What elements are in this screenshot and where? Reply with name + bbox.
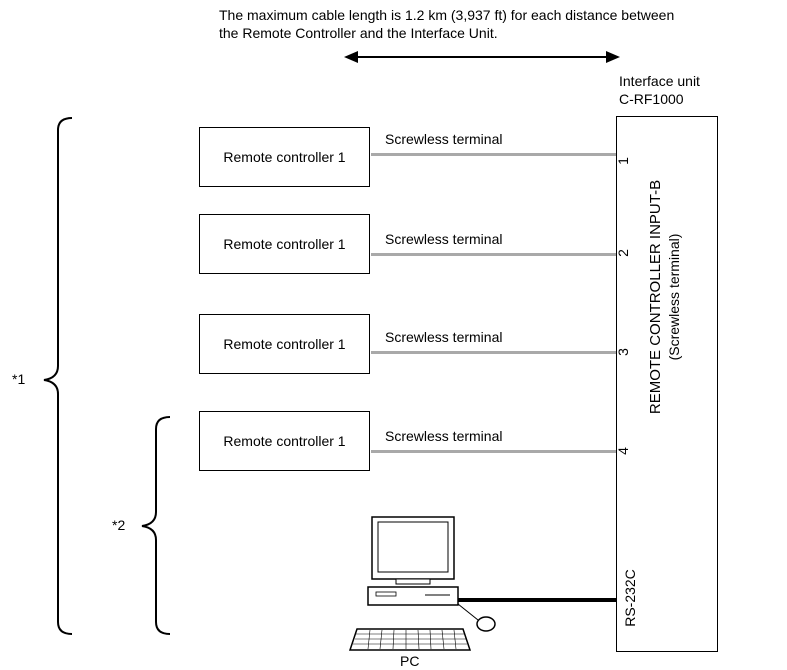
terminal-label: Screwless terminal (385, 131, 503, 147)
inner-brace (141, 416, 171, 635)
remote-controller-box: Remote controller 1 (199, 127, 370, 187)
terminal-label: Screwless terminal (385, 329, 503, 345)
cable-line (371, 450, 616, 453)
terminal-label: Screwless terminal (385, 231, 503, 247)
outer-brace (43, 117, 73, 635)
cable-length-note-line2: the Remote Controller and the Interface … (219, 25, 498, 41)
remote-controller-box: Remote controller 1 (199, 314, 370, 374)
port-number: 4 (614, 447, 631, 455)
serial-port-label: RS-232C (622, 569, 638, 627)
remote-controller-box: Remote controller 1 (199, 214, 370, 274)
pc-icon (348, 516, 496, 651)
pc-label: PC (400, 653, 420, 669)
cable-line (371, 351, 616, 354)
port-number: 2 (614, 249, 631, 257)
inner-bracket-label: *2 (112, 517, 126, 533)
input-title: REMOTE CONTROLLER INPUT-B (647, 179, 664, 415)
cable-line (371, 253, 616, 256)
terminal-label: Screwless terminal (385, 428, 503, 444)
remote-controller-box: Remote controller 1 (199, 411, 370, 471)
port-number: 1 (614, 157, 631, 165)
interface-unit-box (616, 116, 718, 652)
outer-bracket-label: *1 (12, 371, 26, 387)
interface-unit-label: Interface unit (619, 73, 700, 89)
cable-line (371, 153, 616, 156)
cable-length-note-line1: The maximum cable length is 1.2 km (3,93… (219, 7, 675, 23)
input-subtitle: (Screwless terminal) (666, 233, 682, 361)
cable-length-arrow (344, 51, 620, 63)
interface-unit-model: C-RF1000 (619, 91, 684, 107)
port-number: 3 (614, 348, 631, 356)
